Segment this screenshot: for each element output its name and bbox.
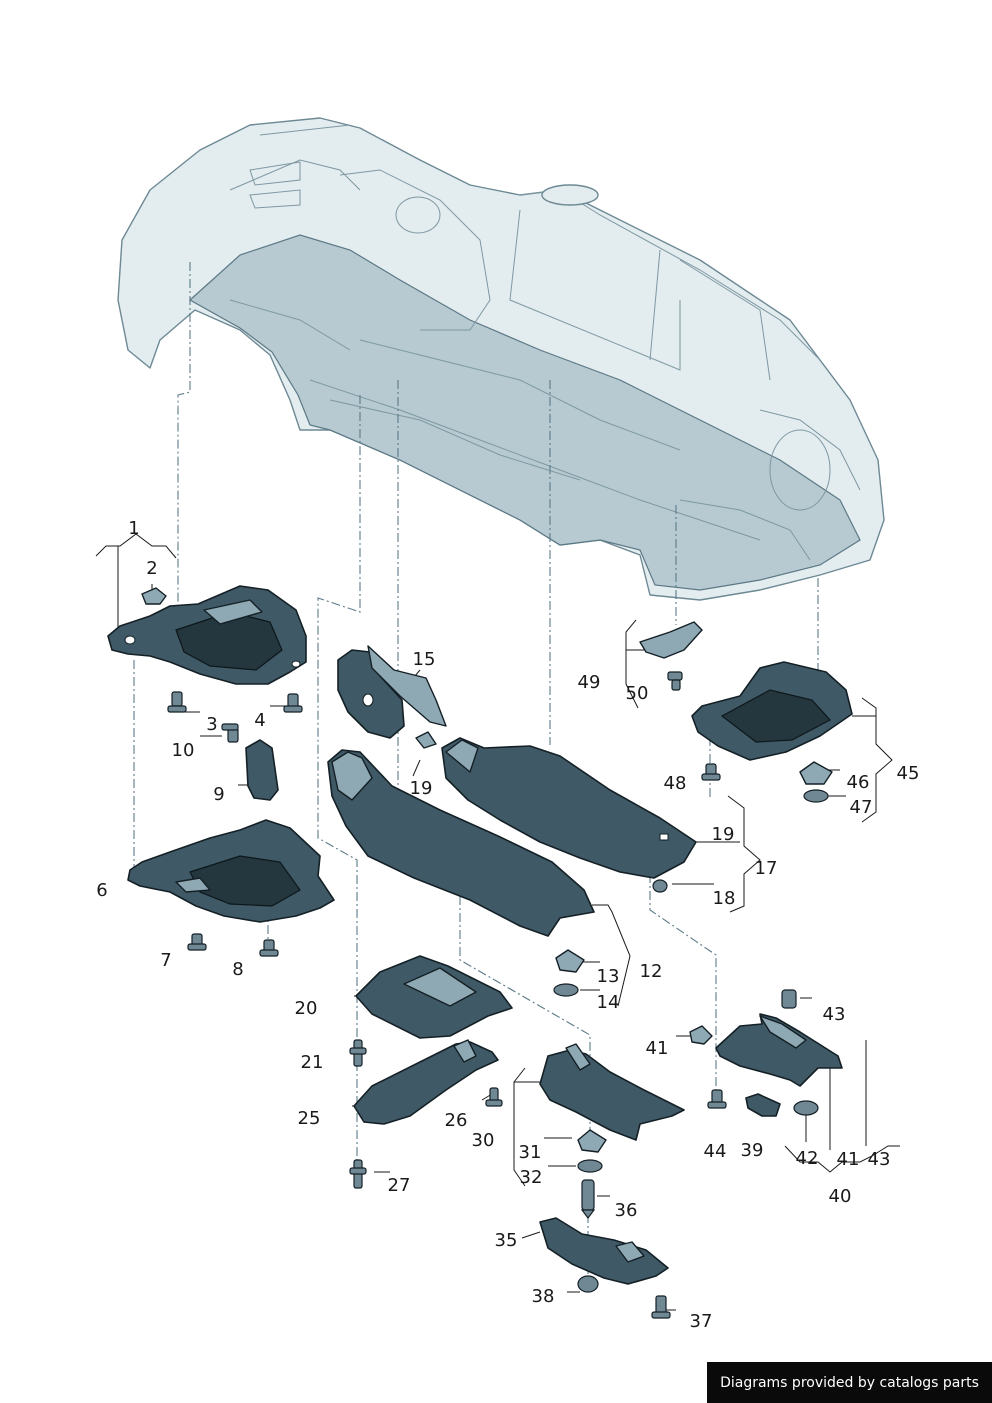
- part-8-bolt: [259, 939, 279, 957]
- callout-c39: 39: [741, 1140, 764, 1161]
- callout-c14: 14: [597, 992, 620, 1013]
- leader-lines: [95, 533, 900, 1311]
- part-4-bolt: [283, 693, 303, 713]
- part-18-nut: [652, 879, 668, 893]
- callout-c2: 2: [146, 558, 157, 579]
- callout-c15: 15: [413, 649, 436, 670]
- callout-c26: 26: [445, 1110, 468, 1131]
- callout-c9: 9: [213, 784, 224, 805]
- part-48-bolt: [701, 763, 721, 781]
- part-14-nut: [553, 983, 579, 997]
- callout-c41a: 41: [646, 1038, 669, 1059]
- callout-c13: 13: [597, 966, 620, 987]
- vehicle-body-underside: [117, 117, 885, 601]
- part-20-heat-shield: [355, 955, 513, 1039]
- part-13-clip: [555, 949, 585, 973]
- part-30-tunnel-shield: [539, 1043, 685, 1141]
- callout-c36: 36: [615, 1200, 638, 1221]
- part-42-nut: [793, 1100, 819, 1116]
- callout-c35: 35: [495, 1230, 518, 1251]
- callout-c44: 44: [704, 1141, 727, 1162]
- callout-c1: 1: [128, 518, 139, 539]
- part-25-heat-shield: [353, 1039, 499, 1125]
- part-bolt-front-left: [167, 691, 187, 713]
- callout-c19a: 19: [410, 778, 433, 799]
- part-2-clip: [141, 587, 167, 605]
- part-32-nut: [577, 1159, 603, 1173]
- callout-c18: 18: [713, 888, 736, 909]
- part-17-right-floor-shield: [441, 737, 697, 879]
- callout-c47: 47: [850, 797, 873, 818]
- callout-c20: 20: [295, 998, 318, 1019]
- callout-c4: 4: [254, 710, 265, 731]
- part-26-bolt: [485, 1087, 503, 1107]
- part-37-bolt: [651, 1295, 671, 1319]
- part-21-stud: [349, 1039, 367, 1067]
- part-1-front-undertray: [107, 585, 307, 685]
- part-31-clip: [577, 1129, 607, 1153]
- callout-c21: 21: [301, 1052, 324, 1073]
- callout-c27: 27: [388, 1175, 411, 1196]
- part-49-heat-shield: [639, 621, 703, 659]
- part-35-heat-shield: [539, 1217, 669, 1285]
- callout-c38: 38: [532, 1286, 555, 1307]
- callout-c32: 32: [520, 1167, 543, 1188]
- callout-c12: 12: [640, 961, 663, 982]
- callout-c6: 6: [96, 880, 107, 901]
- part-27-stud: [349, 1159, 367, 1189]
- part-50-nut: [667, 671, 683, 691]
- callout-c42: 42: [796, 1148, 819, 1169]
- part-38-nut: [577, 1275, 599, 1293]
- diagram-credit-banner: Diagrams provided by catalogs parts: [707, 1362, 992, 1403]
- part-19-clip-upper: [415, 731, 437, 749]
- part-3-bolt: [221, 723, 239, 743]
- part-7-bolt: [187, 933, 207, 951]
- part-47-nut: [803, 789, 829, 803]
- part-9-bracket: [245, 739, 279, 801]
- callout-c49: 49: [578, 672, 601, 693]
- callout-c10: 10: [172, 740, 195, 761]
- callout-c46: 46: [847, 772, 870, 793]
- callout-c30: 30: [472, 1130, 495, 1151]
- part-46-clip: [799, 761, 833, 785]
- callout-c17: 17: [755, 858, 778, 879]
- part-40-rear-shield: [715, 1013, 843, 1087]
- callout-c50: 50: [626, 683, 649, 704]
- callout-c3: 3: [206, 714, 217, 735]
- part-15-side-panel: [337, 645, 447, 739]
- callout-c25: 25: [298, 1108, 321, 1129]
- part-41-clip: [689, 1025, 713, 1045]
- part-44-bolt: [707, 1089, 727, 1109]
- callout-c43b: 43: [868, 1149, 891, 1170]
- part-39-bracket: [745, 1093, 781, 1117]
- part-43-nut: [781, 989, 797, 1009]
- part-12-left-floor-shield: [327, 749, 595, 937]
- callout-c19b: 19: [712, 824, 735, 845]
- callout-c8: 8: [232, 959, 243, 980]
- callout-c31: 31: [519, 1142, 542, 1163]
- part-6-lower-undertray: [127, 819, 335, 923]
- callout-c48: 48: [664, 773, 687, 794]
- callout-c43a: 43: [823, 1004, 846, 1025]
- part-36-stud: [580, 1179, 596, 1219]
- callout-c45: 45: [897, 763, 920, 784]
- callout-c37: 37: [690, 1311, 713, 1332]
- part-45-rear-undertray: [691, 661, 853, 761]
- callout-c7: 7: [160, 950, 171, 971]
- callout-c40: 40: [829, 1186, 852, 1207]
- callout-c41b: 41: [837, 1149, 860, 1170]
